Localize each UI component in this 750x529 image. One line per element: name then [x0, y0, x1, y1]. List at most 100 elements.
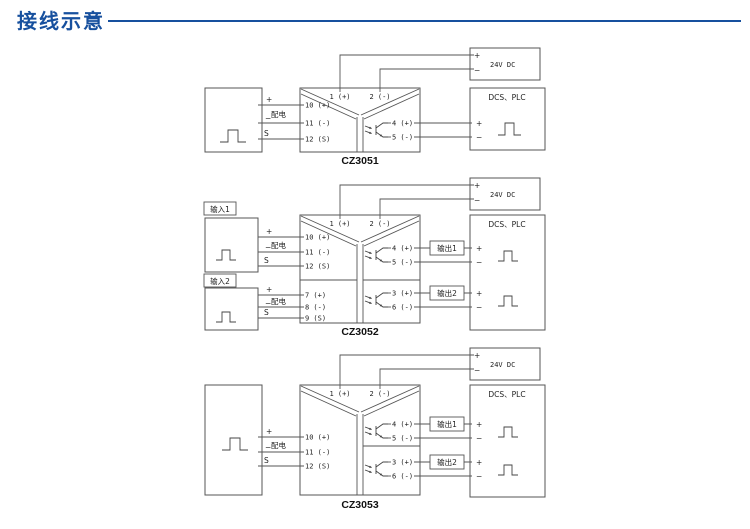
input1-label-box: [203, 201, 237, 216]
isolator-module: [299, 214, 421, 324]
dcs-plc-box: [469, 384, 546, 498]
dcs-plc-label: DCS、PLC: [488, 93, 525, 102]
plus-sign: +: [474, 181, 480, 190]
output1-label-box: [429, 240, 465, 256]
barrier-line: [363, 93, 420, 120]
plus-sign: +: [474, 51, 480, 60]
terminal-7-label: 7 (+): [305, 292, 326, 300]
plus-sign: +: [266, 427, 272, 436]
pulse-signal-icon: [498, 250, 518, 262]
power-minus-wire: [379, 68, 474, 92]
pulse-signal-icon: [216, 311, 236, 323]
terminal-1-label: 1 (+): [329, 220, 350, 228]
terminal-11-label: 11 (-): [305, 449, 330, 457]
terminal-2-label: 2 (-): [369, 220, 390, 228]
pulse-signal-icon: [216, 249, 236, 261]
optocoupler-icon: [364, 247, 389, 263]
plus-sign: +: [476, 420, 482, 429]
dcs-plc-box: [469, 87, 546, 151]
power-distribution-label: 配电: [271, 440, 286, 450]
barrier-line: [300, 220, 357, 247]
barrier-line: [300, 390, 357, 417]
plus-sign: +: [476, 458, 482, 467]
terminal-8-label: 8 (-): [305, 304, 326, 312]
terminal-12-label: 12 (S): [305, 263, 330, 271]
minus-sign: −: [265, 114, 271, 123]
diagram-cz3052: 输入1 输入2 1 (+) 2 (-) 10 (+) 11 (-) 12 (S)…: [203, 177, 546, 338]
barrier-line: [300, 215, 360, 243]
pulse-signal-icon: [498, 122, 521, 136]
terminal-11-label: 11 (-): [305, 120, 330, 128]
power-plus-wire: [339, 354, 474, 389]
barrier-line: [363, 220, 420, 247]
barrier-line: [360, 215, 420, 243]
terminal-12-label: 12 (S): [305, 136, 330, 144]
minus-sign: −: [474, 366, 480, 375]
minus-sign: −: [476, 472, 482, 481]
dcs-plc-box: [469, 214, 546, 331]
terminal-5-label: 5 (-): [392, 134, 413, 142]
plus-sign: +: [476, 119, 482, 128]
power-supply-box: [469, 177, 541, 211]
power-minus-wire: [379, 368, 474, 389]
minus-sign: −: [474, 66, 480, 75]
barrier-line: [363, 390, 420, 417]
minus-sign: −: [476, 434, 482, 443]
power-distribution-label: 配电: [271, 296, 286, 306]
barrier-line: [360, 385, 420, 413]
pulse-signal-icon: [498, 464, 518, 476]
transmitter-box: [204, 87, 263, 153]
power-plus-wire: [339, 54, 474, 92]
output1-label-box: [429, 416, 465, 432]
power-distribution-label: 配电: [271, 240, 286, 250]
terminal-1-label: 1 (+): [329, 93, 350, 101]
isolator-module: [299, 87, 421, 153]
output2-label: 输出2: [437, 288, 457, 298]
power-supply-box: [469, 347, 541, 381]
model-caption: CZ3052: [341, 326, 379, 338]
terminal-5-label: 5 (-): [392, 435, 413, 443]
minus-sign: −: [265, 443, 271, 452]
shield-sign: S: [264, 308, 269, 317]
input2-label-box: [203, 273, 237, 288]
pulse-signal-icon: [220, 129, 246, 143]
terminal-2-label: 2 (-): [369, 93, 390, 101]
diagram-cz3051: 1 (+) 2 (-) 10 (+) 11 (-) 12 (S) 4 (+) 5…: [204, 47, 546, 167]
shield-sign: S: [264, 256, 269, 265]
minus-sign: −: [265, 243, 271, 252]
isolation-barrier: [300, 88, 420, 152]
power-distribution-label: 配电: [271, 109, 286, 119]
optocoupler-icon: [364, 461, 389, 477]
model-caption: CZ3051: [341, 155, 379, 167]
terminal-6-label: 6 (-): [392, 304, 413, 312]
terminal-4-label: 4 (+): [392, 120, 413, 128]
isolation-barrier: [300, 385, 420, 495]
barrier-line: [300, 88, 360, 116]
output1-label: 输出1: [437, 243, 457, 253]
terminal-10-label: 10 (+): [305, 434, 330, 442]
power-supply-label: 24V DC: [490, 361, 515, 369]
plus-sign: +: [474, 351, 480, 360]
diagram-cz3053: 1 (+) 2 (-) 10 (+) 11 (-) 12 (S) 4 (+) 5…: [204, 347, 546, 511]
output2-label: 输出2: [437, 457, 457, 467]
pulse-signal-icon: [222, 437, 248, 451]
power-supply-label: 24V DC: [490, 61, 515, 69]
power-minus-wire: [379, 198, 474, 219]
terminal-12-label: 12 (S): [305, 463, 330, 471]
optocoupler-icon: [364, 122, 389, 138]
plus-sign: +: [476, 289, 482, 298]
terminal-4-label: 4 (+): [392, 245, 413, 253]
transmitter2-box: [204, 287, 259, 331]
power-plus-wire: [339, 184, 474, 219]
terminal-9-label: 9 (S): [305, 315, 326, 323]
optocoupler-icon: [364, 292, 389, 308]
page-title: 接线示意: [17, 9, 105, 33]
minus-sign: −: [265, 299, 271, 308]
output1-label: 输出1: [437, 419, 457, 429]
terminal-4-label: 4 (+): [392, 421, 413, 429]
terminal-11-label: 11 (-): [305, 249, 330, 257]
terminal-1-label: 1 (+): [329, 390, 350, 398]
pulse-signal-icon: [498, 426, 518, 438]
